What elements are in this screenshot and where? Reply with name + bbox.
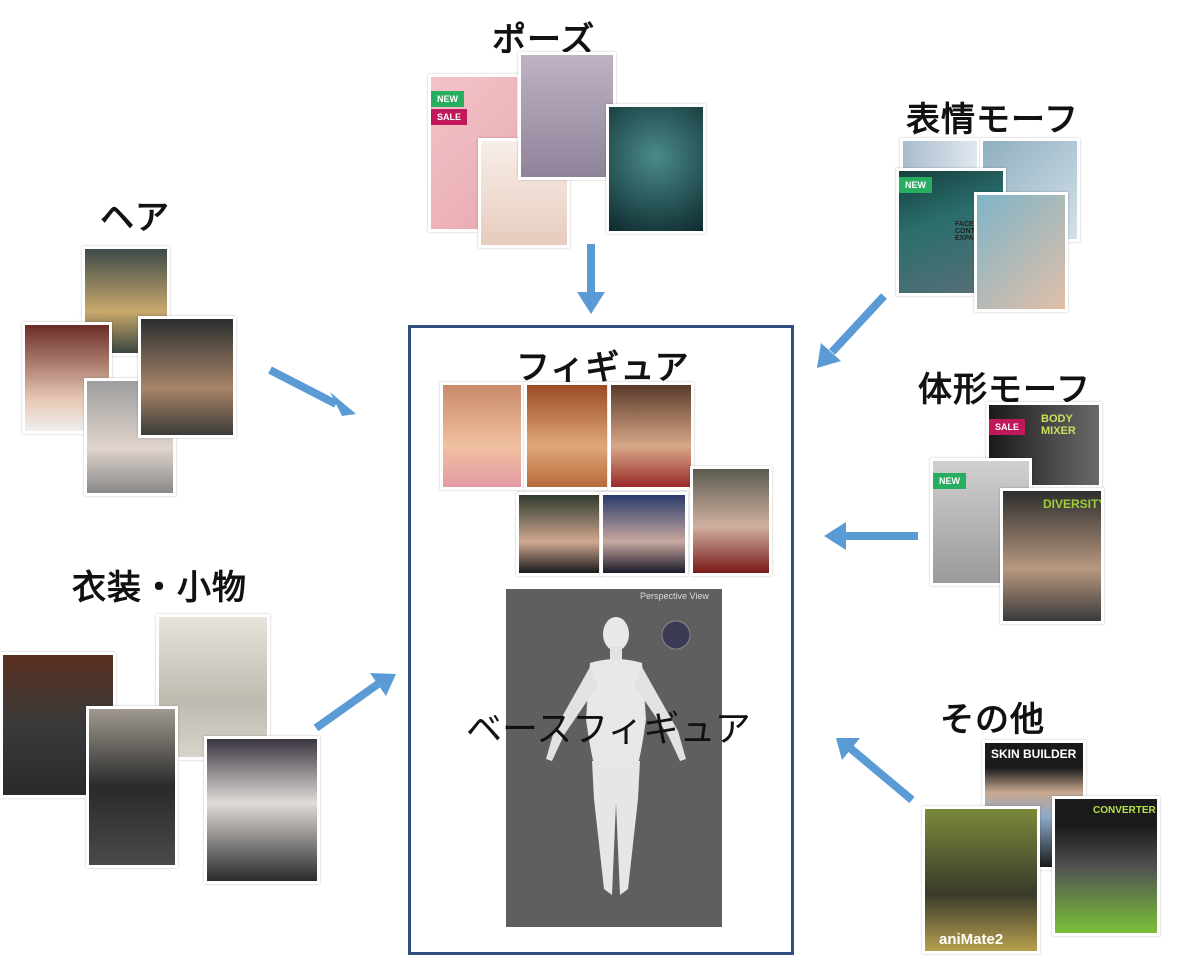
sale-badge: SALE — [989, 419, 1026, 435]
hair-label: ヘア — [100, 198, 170, 238]
sale-badge: SALE — [431, 109, 468, 125]
body-morph-thumbnail-3: DIVERSITY — [1000, 488, 1104, 624]
clothing-thumbnail-3 — [86, 706, 178, 868]
converter-text: CONVERTER — [1093, 805, 1156, 816]
skin-builder-text: SKIN BUILDER — [991, 747, 1077, 761]
viewport-title: Perspective View — [640, 591, 709, 601]
figure-thumbnail-3 — [608, 382, 694, 490]
expression-morph-label: 表情モーフ — [906, 100, 1079, 140]
figure-thumbnail-5 — [600, 492, 688, 576]
other-label: その他 — [940, 700, 1045, 740]
pose-thumbnail-4 — [606, 104, 706, 234]
diversity-text: DIVERSITY — [1043, 497, 1104, 511]
base-figure-label: ベースフィギュア — [466, 709, 751, 750]
arrow-pose — [577, 244, 605, 314]
new-badge: NEW — [899, 177, 932, 193]
figure-thumbnail-2 — [524, 382, 610, 490]
figure-label: フィギュア — [516, 348, 690, 388]
base-figure-viewport — [506, 589, 722, 927]
hair-thumbnail-4 — [138, 316, 236, 438]
arrow-clothing — [313, 673, 396, 732]
new-badge: NEW — [933, 473, 966, 489]
figure-thumbnail-4 — [516, 492, 602, 576]
arrow-hair — [268, 366, 356, 416]
arrow-expression — [817, 293, 887, 368]
body-mixer-text: BODY MIXER — [1041, 413, 1076, 437]
pose-thumbnail-3 — [518, 52, 616, 180]
figure-thumbnail-1 — [440, 382, 524, 490]
arrow-body-morph — [824, 522, 918, 550]
arrow-other — [836, 738, 915, 804]
figure-container-box — [408, 325, 794, 955]
clothing-label: 衣装・小物 — [72, 568, 247, 608]
other-thumbnail-3: aniMate2 — [922, 806, 1040, 954]
base-figure-silhouette — [546, 617, 691, 895]
expression-thumbnail-1 — [900, 138, 980, 172]
new-badge: NEW — [431, 91, 464, 107]
expression-thumbnail-4 — [974, 192, 1068, 312]
figure-thumbnail-6 — [690, 466, 772, 576]
other-thumbnail-2: CONVERTER — [1052, 796, 1160, 936]
clothing-thumbnail-4 — [204, 736, 320, 884]
animate-text: aniMate2 — [939, 931, 1004, 948]
